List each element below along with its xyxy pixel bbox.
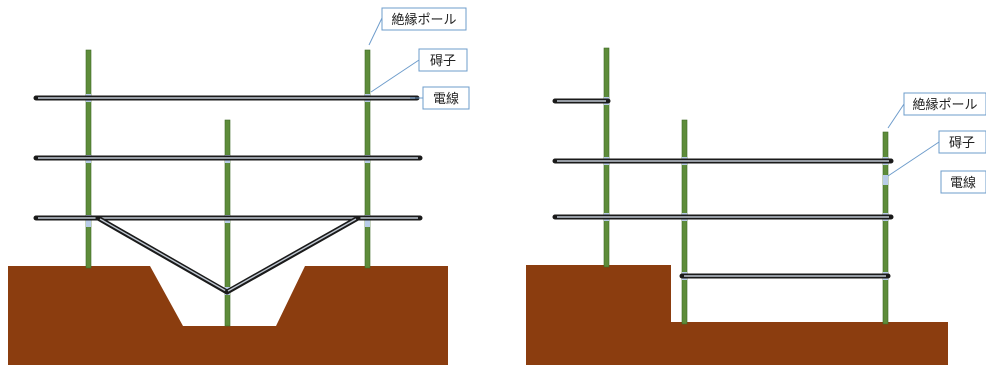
left-callout-pole-box <box>381 7 467 31</box>
right-callout-insulator-box <box>938 130 986 154</box>
left-callout-insulator-box <box>418 48 468 72</box>
left-wire-v-right <box>224 215 361 295</box>
left-figure: 絶縁ポール 碍子 電線 <box>8 7 470 365</box>
left-callout-insulator-label: 碍子 <box>430 54 456 69</box>
right-pole-2 <box>681 119 688 325</box>
left-callout-insulator-leader <box>370 59 420 93</box>
left-callout-wire-box <box>422 86 470 110</box>
right-insulator <box>883 175 888 185</box>
left-wire-v-left <box>95 215 230 295</box>
right-callout-pole-label: 絶縁ポール <box>912 97 977 113</box>
right-pole-3 <box>882 131 889 325</box>
right-callout-insulator-label: 碍子 <box>949 136 975 151</box>
right-callout-pole-leader <box>887 103 905 129</box>
left-callout-wire-label: 電線 <box>433 91 459 107</box>
left-callout-pole-label: 絶縁ポール <box>391 12 456 28</box>
right-callout-insulator-leader <box>887 141 940 177</box>
left-ground <box>8 266 448 365</box>
right-callout-pole-box <box>903 92 986 116</box>
right-callout-wire-label: 電線 <box>950 175 976 191</box>
left-insulator <box>365 215 370 227</box>
right-ground <box>526 265 948 365</box>
right-callout-wire-box <box>940 170 986 194</box>
left-insulator <box>86 215 91 227</box>
left-callout-pole-leader <box>368 17 383 46</box>
right-figure: 絶縁ポール 碍子 電線 <box>526 47 986 365</box>
